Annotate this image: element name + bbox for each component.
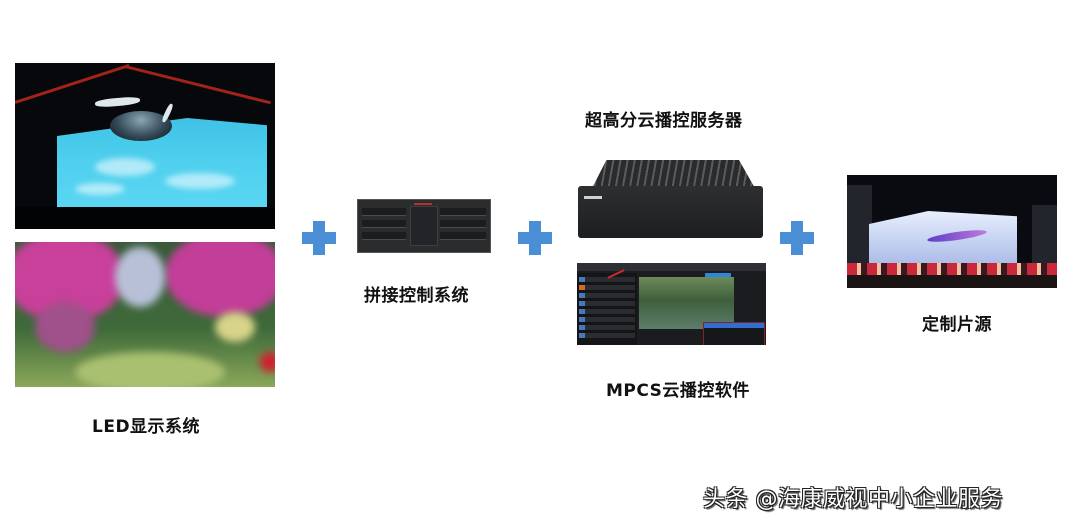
- led-3d-whale-image: [15, 63, 275, 229]
- plus-icon: [780, 221, 814, 255]
- splicing-control-system-label: 拼接控制系统: [364, 286, 469, 306]
- cloud-server-label: 超高分云播控服务器: [585, 111, 743, 131]
- mpcs-software-label: MPCS云播控软件: [606, 381, 750, 401]
- led-display-system-label: LED显示系统: [92, 417, 201, 437]
- plus-icon: [302, 221, 336, 255]
- custom-content-label: 定制片源: [922, 315, 992, 335]
- splicing-controller-image: [357, 199, 491, 253]
- watermark: 头条 @海康威视中小企业服务: [703, 487, 1003, 512]
- mpcs-software-screenshot: [577, 263, 766, 345]
- led-flower-path-image: [15, 242, 275, 387]
- cloud-server-image: [578, 160, 763, 240]
- plus-icon: [518, 221, 552, 255]
- custom-content-image: [847, 175, 1057, 288]
